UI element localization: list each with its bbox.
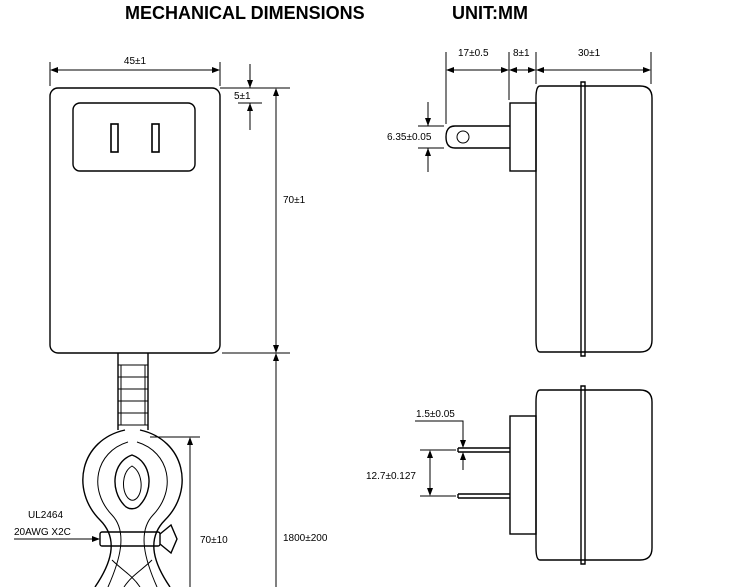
front-view: 45±1 5±1 70±1 1800±200 70±10 (14, 56, 328, 587)
plug-base-top (509, 415, 537, 535)
drawing-title: MECHANICAL DIMENSIONS (125, 3, 365, 23)
cable-spec-line1: UL2464 (28, 510, 63, 521)
dim-prong-length-label: 17±0.5 (458, 48, 489, 59)
dim-cable-loop: 70±10 (150, 436, 228, 587)
prong-side (445, 125, 510, 149)
prong-slot-right (151, 123, 160, 153)
cable-spec-line2: 20AWG X2C (14, 527, 71, 538)
side-view: 17±0.5 8±1 30±1 6.35±0.05 (387, 48, 653, 357)
adapter-body-top (535, 389, 653, 561)
prong-top-lower (457, 493, 510, 499)
cable-spec-callout: UL2464 20AWG X2C (14, 510, 100, 542)
dim-cable-loop-label: 70±10 (200, 535, 228, 546)
dim-prong-width-label: 6.35±0.05 (387, 132, 432, 143)
plug-base-side (509, 102, 537, 172)
dim-width: 45±1 (49, 56, 221, 86)
prong-slot-left (110, 123, 119, 153)
unit-label: UNIT:MM (452, 3, 528, 23)
strain-relief (117, 353, 149, 430)
dim-height-label: 70±1 (283, 195, 306, 206)
top-view: 1.5±0.05 12.7±0.127 (366, 385, 653, 565)
coiled-cable (82, 429, 183, 587)
dim-plug-offset: 5±1 (220, 64, 290, 130)
dim-prong-thickness-label: 1.5±0.05 (416, 409, 455, 420)
dim-width-label: 45±1 (124, 56, 147, 67)
dim-plug-offset-label: 5±1 (234, 91, 251, 102)
dim-cable-length-label: 1800±200 (283, 533, 328, 544)
prong-hole (456, 130, 470, 144)
dim-prong-spacing-label: 12.7±0.127 (366, 471, 416, 482)
dim-body-depth-label: 30±1 (578, 48, 601, 59)
adapter-body-side (535, 85, 653, 353)
housing-seam (580, 81, 586, 357)
plug-recess (72, 102, 196, 172)
dim-cable-length: 1800±200 (273, 353, 328, 587)
prong-top-upper (457, 447, 510, 453)
dim-height: 70±1 (222, 88, 306, 354)
dim-base-depth-label: 8±1 (513, 48, 530, 59)
housing-seam-top (580, 385, 586, 565)
adapter-body-front (49, 87, 221, 354)
